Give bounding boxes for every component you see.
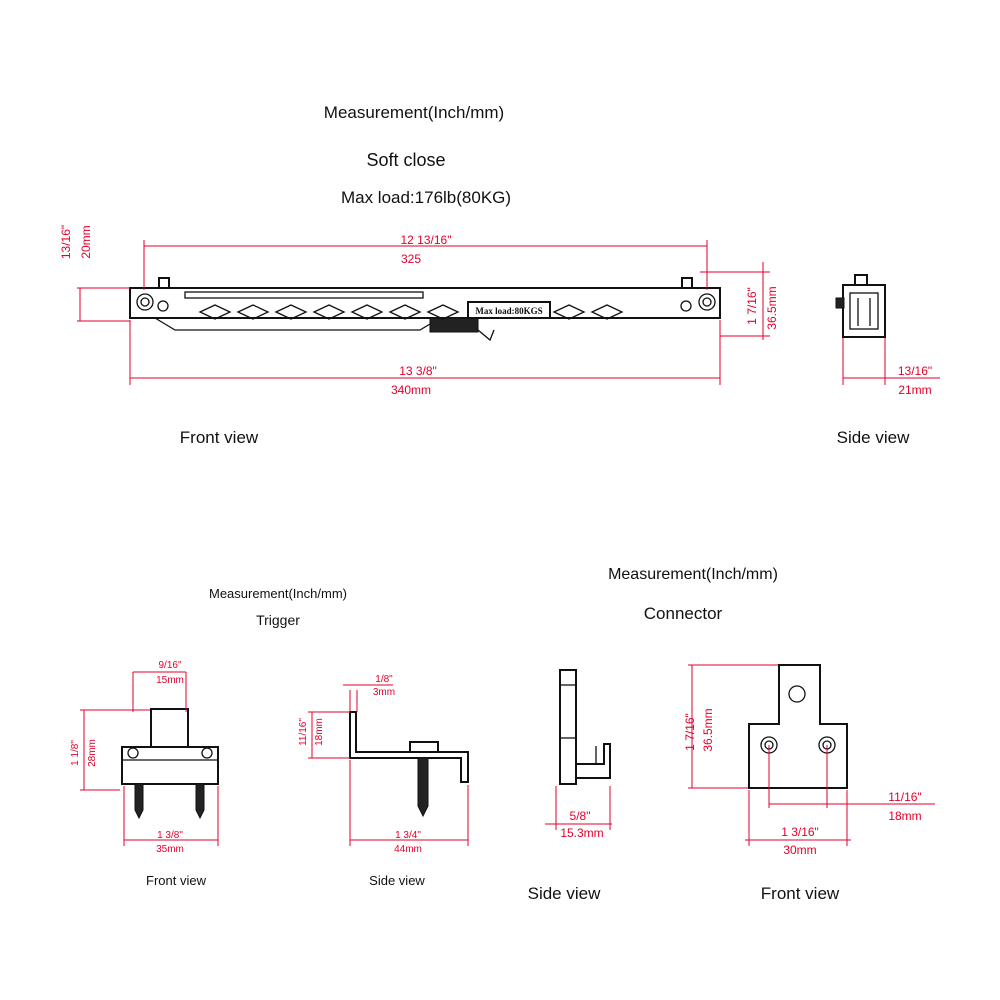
connector-front-caption: Front view [761,884,840,903]
dim-hole-span-in: 12 13/16" [401,233,452,247]
dim-trigger-height-in: 1 1/8" [70,740,81,766]
trigger-title: Trigger [256,612,300,628]
dim-connector-hole-in: 11/16" [888,790,921,804]
pin-right-icon [680,300,692,312]
diamond-cutout [426,304,460,320]
dim-front-length-in: 13 3/8" [399,364,437,378]
dim-trigger-length-in: 1 3/4" [395,830,421,841]
trigger-screw-right-icon [201,747,213,759]
trigger-side-view [349,711,469,818]
dim-trigger-width-in: 1 3/8" [157,830,183,841]
dim-front-height-in: 13/16" [59,225,73,259]
dim-trigger-side-height-mm: 18mm [314,718,325,746]
screw-right-inner-icon [702,297,712,307]
dim-front-height-mm: 20mm [79,225,93,258]
diamond-cutout [590,304,624,320]
dim-trigger-width-mm: 35mm [156,844,184,855]
dim-connector-width-mm: 30mm [783,843,816,857]
dim-front-depth: 1 7/16" 36.5mm [700,262,779,340]
top-subtitle: Soft close [366,150,445,170]
dim-connector-hole-mm: 18mm [888,809,921,823]
dim-connector-height-mm: 36.5mm [701,708,715,751]
trigger-side-nut [409,741,439,753]
dim-front-length: 13 3/8" 340mm [129,320,721,397]
pin-left-icon [157,300,169,312]
dim-trigger-length-mm: 44mm [394,844,422,855]
diamond-cutouts [198,304,624,320]
dim-connector-width-in: 1 3/16" [781,825,819,839]
soft-close-side-view [835,274,886,338]
dim-front-depth-in: 1 7/16" [745,287,759,325]
trigger-front-view [121,708,219,820]
soft-close-side-caption: Side view [837,428,910,447]
screw-left-icon [136,293,154,311]
connector-side-hook [575,743,611,779]
dim-connector-side: 5/8" 15.3mm [545,786,612,840]
dim-hole-span-mm: 325 [401,252,421,266]
diamond-cutout [274,304,308,320]
trigger-side-screw [417,757,429,818]
trigger-measurement-label: Measurement(Inch/mm) [209,586,347,601]
dim-side-width: 13/16" 21mm [842,338,940,397]
load-plate-text: Max load:80KGS [475,306,542,316]
dim-connector-height-in: 1 7/16" [683,713,697,751]
connector-top-hole-icon [788,685,806,703]
connector-title: Connector [644,604,723,623]
soft-close-hook [477,329,495,342]
nut-right-icon [681,277,693,289]
dim-hole-span: 12 13/16" 325 [143,233,708,290]
trigger-base [121,746,219,785]
dim-front-length-mm: 340mm [391,383,431,397]
trigger-front-caption: Front view [146,873,207,888]
diamond-cutout [198,304,232,320]
dim-connector-front: 1 7/16" 36.5mm 11/16" 18mm 1 3/16" 30mm [683,664,935,857]
dim-trigger-top-in: 9/16" [158,660,181,671]
side-channel [849,292,879,330]
connector-side-view [559,669,611,785]
connector-side-caption: Side view [528,884,601,903]
dim-trigger-top-mm: 15mm [156,675,184,686]
dim-front-height: 13/16" 20mm [59,225,130,322]
dim-trigger-height-mm: 28mm [87,739,98,767]
load-plate [467,301,551,319]
trigger-side-bracket [349,711,469,783]
screw-left-inner-icon [140,297,150,307]
trigger-screw-left-icon [127,747,139,759]
dim-trigger-thick-in: 1/8" [375,674,393,685]
nut-left-icon [158,277,170,289]
dim-trigger-side: 1/8" 3mm 11/16" 18mm 1 3/4" 44mm [298,674,469,855]
soft-close-front-caption: Front view [180,428,259,447]
soft-close-slot [184,291,424,299]
dim-front-depth-mm: 36.5mm [765,286,779,329]
connector-side-plate [559,669,577,785]
diamond-cutout [388,304,422,320]
diamond-cutout [350,304,384,320]
dim-trigger-side-height-in: 11/16" [298,718,309,746]
dim-trigger-front: 9/16" 15mm 1 1/8" 28mm 1 3/8" 35mm [70,660,219,855]
soft-close-front-view: Max load:80KGS [129,277,721,342]
diamond-cutout [236,304,270,320]
soft-close-latch [429,317,479,333]
dim-side-width-mm: 21mm [898,383,931,397]
connector-measurement-label: Measurement(Inch/mm) [608,566,778,583]
dim-trigger-thick-mm: 3mm [373,687,395,698]
diamond-cutout [312,304,346,320]
dim-side-width-in: 13/16" [898,364,932,378]
connector-front-view [748,664,848,789]
diamond-cutout [552,304,586,320]
dim-connector-side-mm: 15.3mm [560,826,603,840]
dim-connector-side-in: 5/8" [570,809,591,823]
trigger-screw-right-shank [195,783,205,820]
soft-close-lower-rail [154,317,441,331]
side-tab [835,297,845,309]
top-measurement-label: Measurement(Inch/mm) [324,103,504,122]
side-nut-icon [854,274,868,286]
trigger-screw-left-shank [134,783,144,820]
max-load-label: Max load:176lb(80KG) [341,188,511,207]
connector-front-plate [748,664,848,789]
trigger-tongue [150,708,189,750]
trigger-side-caption: Side view [369,873,425,888]
screw-right-icon [698,293,716,311]
